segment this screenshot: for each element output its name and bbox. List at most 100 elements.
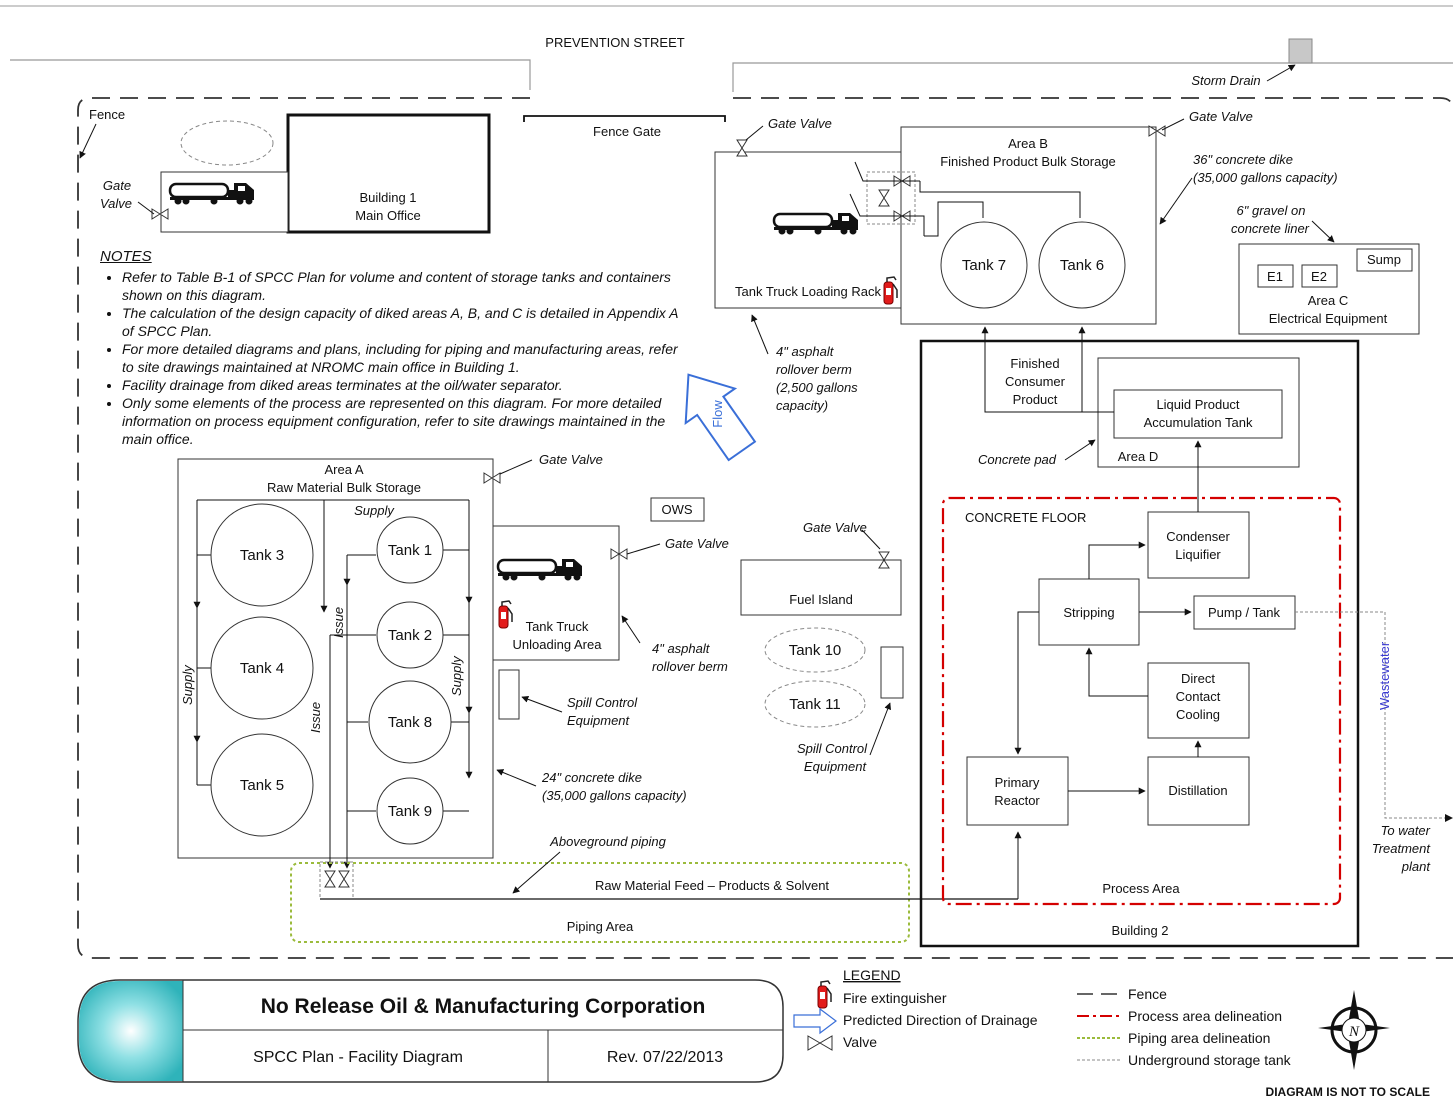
distillation-box <box>1147 756 1250 826</box>
issue-label-lower: Issue <box>308 702 323 733</box>
unloading-area <box>492 525 620 661</box>
direct-cooling-line1: Direct <box>1181 671 1215 686</box>
stripping-box <box>1038 578 1140 646</box>
storm-drain-label: Storm Drain <box>1191 73 1260 88</box>
valve-icon <box>151 208 169 220</box>
gate-valve-bldg1-line2: Valve <box>100 196 132 211</box>
tank-truck-icon <box>772 211 860 236</box>
condenser-box <box>1147 511 1250 579</box>
gate-valve-fuel-label: Gate Valve <box>803 520 867 535</box>
notes-list: Refer to Table B-1 of SPCC Plan for volu… <box>100 268 680 448</box>
finished-line3: Product <box>1013 392 1058 407</box>
condenser-line1: Condenser <box>1166 529 1230 544</box>
loading-rack-label: Tank Truck Loading Rack <box>735 284 881 299</box>
ows-box <box>650 497 705 522</box>
fence-label: Fence <box>89 107 125 122</box>
condenser-line2: Liquifier <box>1175 547 1221 562</box>
distillation-label: Distillation <box>1168 783 1227 798</box>
gate-valve-area-b-label: Gate Valve <box>1189 109 1253 124</box>
fuel-island-label: Fuel Island <box>789 592 853 607</box>
storm-drain-icon <box>1288 38 1313 64</box>
sump-label: Sump <box>1367 252 1401 267</box>
notes-block: NOTES Refer to Table B-1 of SPCC Plan fo… <box>100 248 680 448</box>
berm-4in-line1: 4" asphalt <box>652 641 711 656</box>
drainage-arrow-icon <box>793 1007 837 1035</box>
liquid-tank <box>1113 389 1283 439</box>
tank-11-label: Tank 11 <box>789 696 840 713</box>
tank-10-label: Tank 10 <box>789 642 842 659</box>
primary-reactor-box <box>966 756 1069 826</box>
area-b-subtitle: Finished Product Bulk Storage <box>940 154 1116 169</box>
revision-date: Rev. 07/22/2013 <box>607 1049 723 1066</box>
piping-area-label: Piping Area <box>567 919 634 934</box>
area-c-title: Area C <box>1308 293 1348 308</box>
gate-valve-rack-label: Gate Valve <box>768 116 832 131</box>
concrete-pad-label: Concrete pad <box>978 452 1057 467</box>
gate-valve-area-a-label: Gate Valve <box>539 452 603 467</box>
tank-6-label: Tank 6 <box>1060 257 1104 274</box>
legend-process: Process area delineation <box>1128 1008 1282 1024</box>
spill-kit-b <box>880 646 904 699</box>
e1-box <box>1257 264 1294 288</box>
spill-control-a-line1: Spill Control <box>567 695 638 710</box>
tank-6 <box>1038 221 1126 309</box>
valve-icon <box>1148 125 1166 137</box>
title-block <box>77 979 784 1083</box>
area-c-subtitle: Electrical Equipment <box>1269 311 1388 326</box>
gravel-line1: 6" gravel on <box>1237 203 1306 218</box>
valve-icon <box>338 870 350 888</box>
ows-label: OWS <box>661 502 692 517</box>
dike-36-line2: (35,000 gallons capacity) <box>1193 170 1338 185</box>
tank-12 <box>180 120 274 166</box>
tank-1 <box>376 516 444 584</box>
berm-loading-line1: 4" asphalt <box>776 344 835 359</box>
liquid-tank-line2: Accumulation Tank <box>1144 415 1253 430</box>
plan-title: SPCC Plan - Facility Diagram <box>253 1049 463 1066</box>
spill-control-b-line1: Spill Control <box>797 741 868 756</box>
tank-4-label: Tank 4 <box>240 660 284 677</box>
spill-control-b-line2: Equipment <box>804 759 868 774</box>
tank-2-label: Tank 2 <box>388 627 432 644</box>
north-arrow-icon: N <box>1318 990 1390 1070</box>
area-d-label: Area D <box>1118 449 1158 464</box>
parking-pad <box>160 171 289 233</box>
valve-icon <box>736 139 748 157</box>
tank-9 <box>376 777 444 845</box>
liquid-tank-line1: Liquid Product <box>1156 397 1239 412</box>
tank-4 <box>210 616 314 720</box>
building-1-subtitle: Main Office <box>355 208 421 223</box>
legend-ust: Underground storage tank <box>1128 1052 1292 1068</box>
flow-label: Flow <box>710 400 725 428</box>
primary-reactor-line1: Primary <box>995 775 1040 790</box>
fence-gate <box>523 115 726 122</box>
direct-cooling-line3: Cooling <box>1176 707 1220 722</box>
legend-drainage: Predicted Direction of Drainage <box>843 1012 1038 1028</box>
building-2 <box>919 339 1360 948</box>
street-label: PREVENTION STREET <box>545 35 684 50</box>
unloading-subtitle: Unloading Area <box>513 637 603 652</box>
building-2-label: Building 2 <box>1111 923 1168 938</box>
fuel-island <box>740 559 902 616</box>
tank-1-label: Tank 1 <box>388 542 432 559</box>
not-to-scale-label: DIAGRAM IS NOT TO SCALE <box>1266 1085 1430 1099</box>
to-water-line3: plant <box>1401 859 1432 874</box>
tank-3-label: Tank 3 <box>240 547 284 564</box>
valve-icon <box>807 1035 833 1051</box>
berm-loading-line4: capacity) <box>776 398 828 413</box>
valve-icon <box>324 870 336 888</box>
building-1-title: Building 1 <box>359 190 416 205</box>
note-item: Facility drainage from diked areas termi… <box>122 376 680 394</box>
sump-box <box>1356 248 1413 272</box>
north-label: N <box>1348 1024 1360 1040</box>
wastewater-label: Wastewater <box>1377 641 1392 710</box>
fence-gate-label: Fence Gate <box>593 124 661 139</box>
building-1 <box>286 113 491 234</box>
pump-tank-box <box>1193 595 1296 630</box>
legend-fence: Fence <box>1128 986 1167 1002</box>
finished-line2: Consumer <box>1005 374 1066 389</box>
aboveground-piping-label: Aboveground piping <box>549 834 666 849</box>
e2-box <box>1301 264 1338 288</box>
berm-loading-line2: rollover berm <box>776 362 852 377</box>
tank-5-label: Tank 5 <box>240 777 284 794</box>
